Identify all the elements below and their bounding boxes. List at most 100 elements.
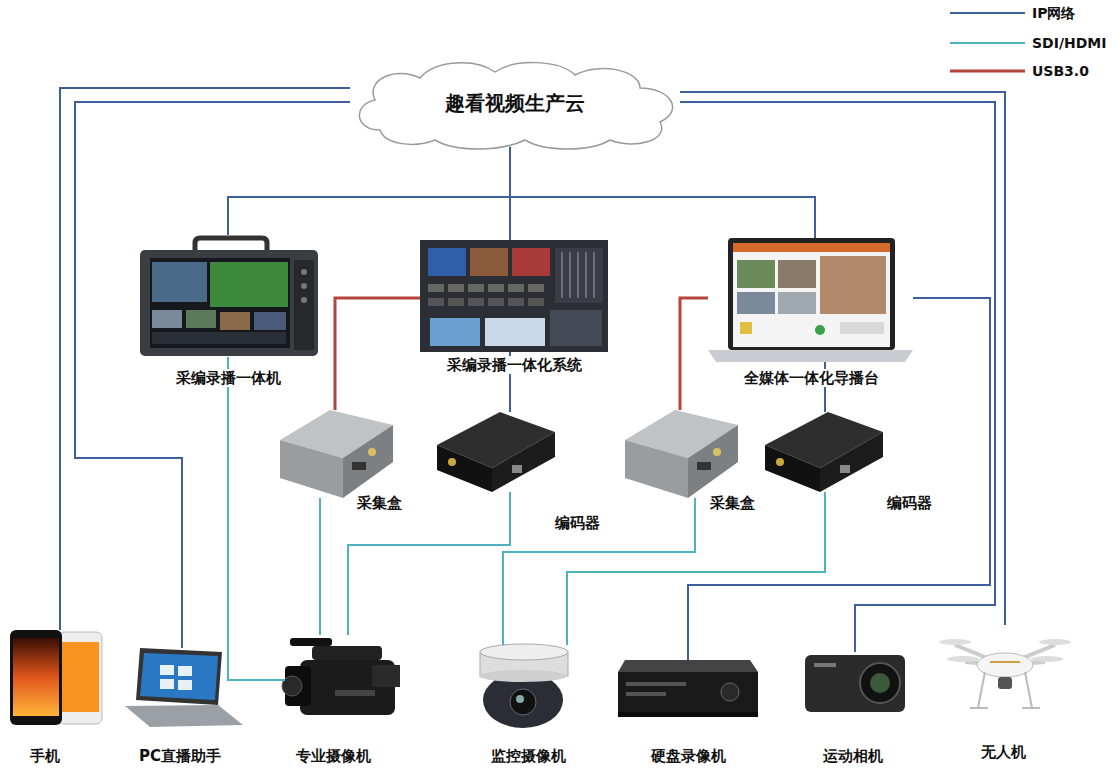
device-label: PC直播助手	[137, 747, 223, 765]
connector	[228, 147, 510, 235]
connector	[688, 298, 990, 660]
portable-switcher	[301, 269, 307, 275]
device-label: 全媒体一体化导播台	[742, 369, 881, 387]
laptop-switcher	[708, 238, 913, 362]
dvr-picture	[721, 683, 739, 701]
connector	[680, 92, 1005, 625]
portable-switcher	[294, 260, 314, 350]
encoder-box	[448, 458, 456, 466]
action-camera-picture	[814, 663, 836, 667]
software-screenshot	[508, 284, 524, 292]
portable-switcher	[186, 310, 216, 328]
dome-camera-picture	[510, 689, 536, 715]
software-screenshot	[488, 298, 504, 306]
capture-box	[688, 425, 738, 498]
phone-picture	[13, 638, 59, 716]
legend-sample	[950, 13, 1025, 71]
drone-picture	[998, 677, 1012, 689]
device-label: 采编录播一体化系统	[445, 356, 584, 374]
drone-picture	[939, 639, 971, 645]
legend-text: IP网络	[1032, 4, 1075, 22]
laptop-picture	[140, 653, 218, 700]
encoder-box	[437, 412, 555, 492]
software-screenshot	[448, 284, 464, 292]
connector	[228, 357, 285, 680]
cloud-shape	[359, 63, 672, 149]
encoder-box	[437, 445, 492, 492]
software-screenshot	[430, 318, 480, 346]
portable-switcher	[301, 283, 307, 289]
device-label: 硬盘录像机	[649, 747, 728, 765]
action-camera-picture	[870, 673, 890, 693]
device-label: 采集盒	[355, 494, 404, 512]
portable-switcher	[254, 312, 286, 330]
device-node: 手机	[10, 630, 102, 725]
laptop-picture	[160, 679, 174, 689]
encoder-box	[492, 432, 555, 492]
software-screenshot	[428, 284, 444, 292]
legend-sample	[950, 70, 1025, 73]
drone-picture	[990, 661, 1020, 663]
laptop-switcher	[733, 243, 890, 347]
laptop-switcher	[815, 325, 825, 335]
portable-switcher	[140, 250, 318, 356]
laptop-switcher	[840, 322, 884, 334]
dvr-picture	[626, 682, 686, 686]
dome-camera-picture	[479, 670, 567, 682]
device-node: 编码器	[437, 412, 555, 492]
dvr-picture	[618, 672, 758, 712]
portable-switcher	[140, 238, 318, 356]
laptop-switcher	[708, 350, 913, 362]
software-screenshot	[512, 248, 550, 276]
dome-camera-picture	[480, 644, 568, 660]
connector	[567, 492, 825, 645]
cloud-node: 趣看视频生产云	[350, 62, 680, 147]
device-label: 编码器	[553, 514, 602, 532]
camcorder-picture	[312, 646, 382, 660]
camcorder-picture	[372, 665, 400, 687]
capture-box	[280, 410, 393, 498]
device-node: 专业摄像机	[285, 635, 400, 725]
dome-camera-picture	[516, 695, 524, 703]
connector	[75, 102, 350, 648]
capture-box	[368, 448, 376, 456]
cloud-title: 趣看视频生产云	[443, 91, 587, 115]
camcorder-picture	[290, 638, 332, 646]
device-node: 监控摄像机	[478, 645, 568, 728]
device-node: 采集盒	[625, 410, 740, 498]
device-node: 编码器	[765, 412, 883, 492]
capture-box	[697, 462, 711, 470]
drone-picture	[1031, 656, 1063, 662]
portable-switcher	[301, 297, 307, 303]
laptop-switcher	[820, 256, 886, 314]
laptop-picture	[125, 705, 243, 727]
encoder-box	[820, 432, 883, 492]
software-screenshot	[420, 240, 608, 352]
device-label: 无人机	[979, 743, 1028, 761]
software-screenshot	[420, 240, 608, 352]
software-screenshot	[528, 284, 544, 292]
software-screenshot	[562, 252, 594, 298]
software-screenshot	[528, 298, 544, 306]
software-screenshot	[488, 284, 504, 292]
software-screenshot	[555, 248, 603, 303]
device-node: 运动相机	[805, 652, 905, 712]
drone-picture	[939, 639, 1071, 708]
laptop-picture	[136, 648, 222, 705]
device-label: 手机	[28, 747, 62, 765]
device-label: 采编录播一体机	[174, 369, 283, 387]
device-label: 编码器	[885, 494, 934, 512]
laptop-switcher	[778, 260, 816, 288]
software-screenshot	[428, 248, 466, 276]
capture-box	[713, 448, 721, 456]
device-node: 全媒体一体化导播台	[708, 238, 913, 362]
connector	[319, 498, 321, 635]
device-label: 采集盒	[708, 494, 757, 512]
encoder-box	[776, 458, 784, 466]
encoder-box	[765, 445, 820, 492]
drone-picture	[970, 672, 1040, 708]
laptop-switcher	[737, 292, 775, 314]
portable-switcher	[150, 258, 290, 348]
